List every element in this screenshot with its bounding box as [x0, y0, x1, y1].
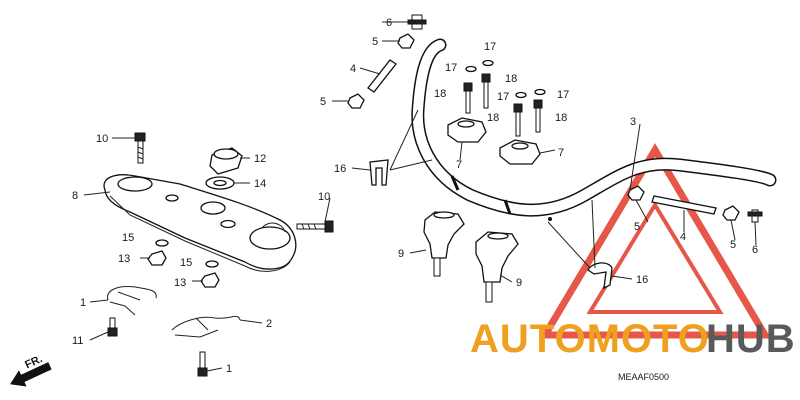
callout-17: 17	[484, 41, 496, 53]
watermark-text: AUTOMOTO HUB	[470, 317, 796, 361]
washer-17-set	[465, 59, 546, 99]
callout-18-b: 18	[434, 88, 446, 100]
callout-5-b: 5	[320, 96, 326, 108]
callout-labels: 10 8 12 14 15 13 15 13 1 11 2 1 10 16 6 …	[72, 17, 758, 375]
nut-5-top	[397, 33, 415, 49]
callout-15-b: 15	[180, 257, 192, 269]
bolt-18-b	[481, 73, 491, 109]
callout-16-b: 16	[636, 274, 648, 286]
riser-9-right	[475, 231, 519, 303]
watermark-automoto: AUTOMOTO	[470, 317, 710, 361]
riser-9-left	[423, 211, 465, 277]
callout-9-b: 9	[516, 277, 522, 289]
leader-lines	[83, 21, 757, 372]
nut-13-right	[200, 272, 220, 288]
weight-4-right	[651, 195, 717, 215]
cap-12	[209, 147, 243, 175]
diagram-code: MEAAF0500	[618, 372, 669, 382]
callout-5-c: 5	[634, 221, 640, 233]
clip-16-left	[369, 159, 389, 186]
bolt-18-c	[513, 103, 523, 137]
handlebar	[411, 38, 777, 221]
callout-1: 1	[80, 297, 86, 309]
callout-18: 18	[505, 73, 517, 85]
nut-13-left	[147, 250, 167, 266]
leader-16-right-bar	[547, 221, 591, 269]
holder-7-right	[499, 139, 541, 165]
callout-17-c: 17	[497, 91, 509, 103]
callout-1-b: 1	[226, 363, 232, 375]
callout-13: 13	[118, 253, 130, 265]
clamp-1-left	[107, 286, 157, 337]
weight-4-top	[367, 59, 397, 93]
watermark-hub: HUB	[706, 317, 796, 361]
callout-18-c: 18	[487, 112, 499, 124]
callout-8: 8	[72, 190, 78, 202]
callout-10: 10	[96, 133, 108, 145]
washer-14	[205, 176, 235, 190]
callout-5-d: 5	[730, 239, 736, 251]
bolt-18-a	[463, 82, 473, 114]
callout-9: 9	[398, 248, 404, 260]
callout-17-d: 17	[557, 89, 569, 101]
bolt-10-left	[134, 132, 146, 164]
callout-7: 7	[456, 159, 462, 171]
callout-7-b: 7	[558, 147, 564, 159]
screw-6-top	[407, 14, 427, 30]
callout-4: 4	[350, 63, 356, 75]
nut-5-right-a	[627, 185, 645, 201]
bolt-10-right	[296, 220, 334, 233]
callout-4-b: 4	[680, 231, 686, 243]
leader-16-right-bar-b	[591, 199, 596, 269]
nut-5-right-b	[722, 205, 740, 221]
callout-16: 16	[334, 163, 346, 175]
callout-6: 6	[386, 17, 392, 29]
callout-3: 3	[630, 116, 636, 128]
leader-16-bar-a	[389, 109, 419, 171]
clip-16-right	[587, 262, 613, 290]
leader-16-bar-b	[389, 159, 433, 171]
callout-18-d: 18	[555, 112, 567, 124]
holder-7-left	[447, 117, 487, 143]
washer-15-left	[155, 239, 169, 247]
bolt-18-d	[533, 99, 543, 133]
callout-11: 11	[72, 335, 83, 347]
clamp-2	[171, 315, 241, 377]
top-bridge	[103, 174, 297, 272]
callout-17-b: 17	[445, 62, 457, 74]
washer-15-right	[205, 260, 219, 268]
screw-6-right	[747, 209, 763, 223]
callout-6-b: 6	[752, 244, 758, 256]
callout-12: 12	[254, 153, 266, 165]
callout-15: 15	[122, 232, 134, 244]
callout-10-b: 10	[318, 191, 330, 203]
callout-14: 14	[254, 178, 266, 190]
callout-5: 5	[372, 36, 378, 48]
callout-2: 2	[266, 318, 272, 330]
front-arrow-icon: FR.	[10, 353, 52, 387]
nut-5-lower	[347, 93, 365, 109]
watermark-triangle	[538, 143, 772, 339]
callout-13-b: 13	[174, 277, 186, 289]
